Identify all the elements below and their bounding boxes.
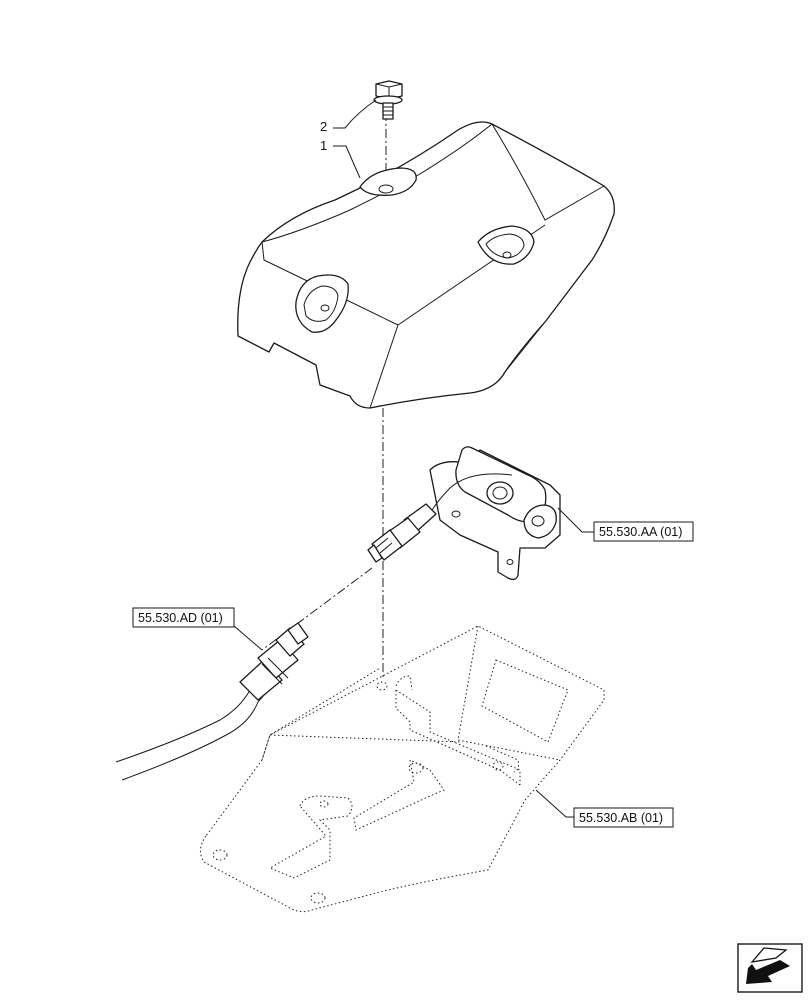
reference-55-530-ab[interactable]: 55.530.AB (01) (573, 807, 674, 828)
arrow-icon[interactable] (737, 943, 803, 993)
reference-55-530-ad[interactable]: 55.530.AD (01) (132, 607, 235, 628)
reference-55-530-aa[interactable]: 55.530.AA (01) (593, 521, 694, 542)
reference-ad-label: 55.530.AD (01) (138, 611, 223, 625)
cover (237, 99, 615, 409)
harness-connector (115, 622, 309, 781)
bolt (373, 80, 403, 120)
bracket-plate (200, 625, 605, 913)
reference-ab-label: 55.530.AB (01) (579, 811, 663, 825)
reference-aa-label: 55.530.AA (01) (599, 525, 682, 539)
callout-1: 1 (320, 138, 327, 153)
callout-2: 2 (320, 119, 327, 134)
sensor-assembly (367, 446, 594, 581)
